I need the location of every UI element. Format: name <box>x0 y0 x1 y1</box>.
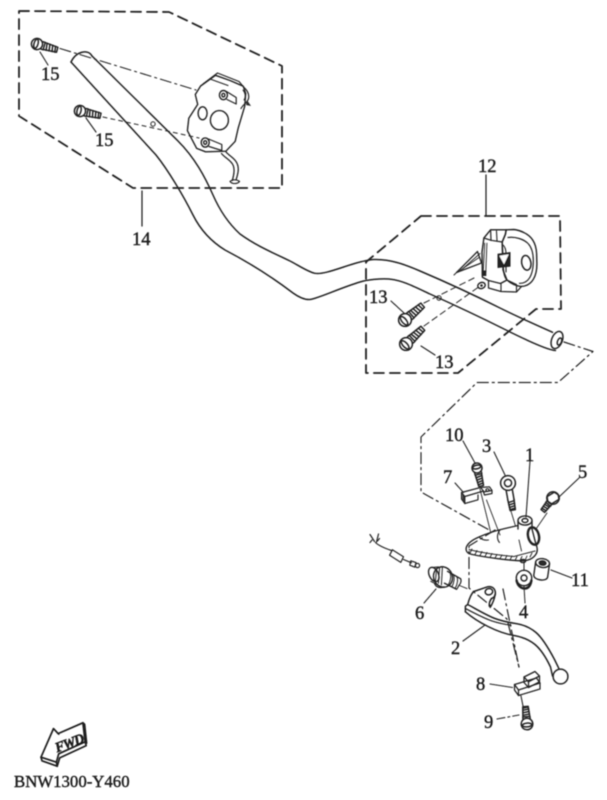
svg-text:15: 15 <box>95 131 114 151</box>
svg-text:8: 8 <box>476 675 485 695</box>
svg-text:9: 9 <box>484 713 493 733</box>
svg-text:13: 13 <box>435 353 454 373</box>
svg-text:3: 3 <box>482 437 491 457</box>
svg-text:14: 14 <box>132 230 151 250</box>
svg-text:15: 15 <box>41 65 60 85</box>
svg-text:10: 10 <box>445 426 464 446</box>
svg-text:12: 12 <box>478 157 497 177</box>
svg-text:7: 7 <box>443 468 452 488</box>
svg-text:2: 2 <box>451 639 460 659</box>
svg-text:11: 11 <box>571 571 589 591</box>
svg-text:BNW1300-Y460: BNW1300-Y460 <box>14 772 130 791</box>
svg-text:6: 6 <box>415 604 424 624</box>
svg-text:FWD: FWD <box>52 732 86 757</box>
svg-text:13: 13 <box>369 288 388 308</box>
svg-text:4: 4 <box>519 603 528 623</box>
svg-text:5: 5 <box>578 463 587 483</box>
svg-text:1: 1 <box>525 446 534 466</box>
